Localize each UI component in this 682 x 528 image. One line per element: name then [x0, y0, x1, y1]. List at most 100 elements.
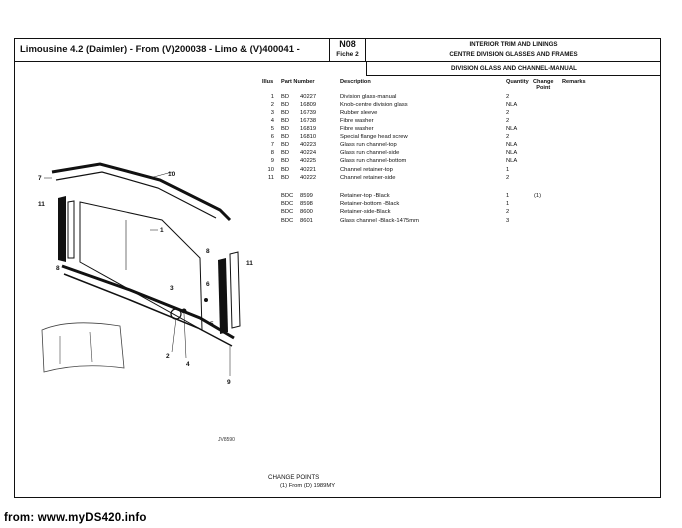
callout-11-left: 11	[38, 201, 45, 208]
row-part-prefix: BD	[281, 102, 290, 108]
col-quantity-header: Quantity	[506, 79, 529, 85]
row-illus: 4	[270, 118, 274, 124]
row-description: Fibre washer	[340, 118, 374, 124]
bottom-channel	[61, 264, 235, 340]
source-footer: from: www.myDS420.info	[4, 512, 147, 524]
car-interior-sketch	[41, 322, 125, 373]
bottom-retainer	[63, 273, 233, 347]
callout-2: 2	[166, 353, 170, 360]
row-description: Channel retainer-top	[340, 167, 393, 173]
row-quantity: 1	[506, 167, 510, 173]
row-illus: 9	[270, 158, 274, 164]
callout-10: 10	[168, 171, 176, 178]
row-description: Special flange head screw	[340, 134, 408, 140]
callout-8: 8	[206, 248, 210, 255]
col-remarks-header: Remarks	[562, 79, 586, 85]
row-illus: 3	[270, 110, 274, 116]
row-quantity: NLA	[506, 142, 518, 148]
washer	[181, 308, 187, 314]
row-part-prefix: BD	[281, 158, 290, 164]
row-quantity: 3	[506, 218, 510, 224]
row-part-prefix: BD	[281, 126, 290, 132]
row-quantity: NLA	[506, 158, 518, 164]
row-illus: 8	[270, 150, 274, 156]
row-quantity: 2	[506, 134, 510, 140]
row-part-prefix: BD	[281, 134, 290, 140]
ref-fiche: Fiche 2	[336, 51, 359, 58]
row-part-prefix: BD	[281, 150, 290, 156]
row-part-number: 40225	[300, 158, 317, 164]
subsection-heading: DIVISION GLASS AND CHANNEL-MANUAL	[366, 62, 661, 76]
section-line-2: CENTRE DIVISION GLASSES AND FRAMES	[449, 51, 578, 58]
row-description: Knob-centre division glass	[340, 102, 408, 108]
row-part-prefix: BDC	[281, 201, 294, 207]
callout-3: 3	[170, 285, 174, 292]
col-part-number-header: Part Number	[281, 79, 315, 85]
row-quantity: 2	[506, 110, 510, 116]
col-change-point-header: Change Point	[533, 79, 554, 91]
section-heading: INTERIOR TRIM AND LININGS CENTRE DIVISIO…	[366, 38, 661, 62]
row-part-number: 8601	[300, 218, 313, 224]
row-description: Glass run channel-bottom	[340, 158, 407, 164]
row-part-number: 16738	[300, 118, 317, 124]
row-quantity: 1	[506, 201, 510, 207]
callout-1: 1	[160, 227, 164, 234]
row-description: Retainer-bottom -Black	[340, 201, 400, 207]
row-quantity: 1	[506, 193, 510, 199]
row-part-prefix: BD	[281, 118, 290, 124]
row-quantity: NLA	[506, 102, 518, 108]
row-illus: 1	[270, 94, 274, 100]
division-glass	[79, 201, 203, 331]
row-part-prefix: BD	[281, 167, 290, 173]
row-quantity: 2	[506, 118, 510, 124]
row-description: Glass run channel-top	[340, 142, 397, 148]
row-part-number: 40223	[300, 142, 317, 148]
callout-5: 5	[210, 321, 214, 328]
row-description: Fibre washer	[340, 126, 374, 132]
left-side-channel	[58, 196, 66, 262]
change-points: CHANGE POINTS (1) From (D) 1989MY	[268, 474, 335, 490]
screw	[204, 298, 208, 302]
callout-4: 4	[186, 361, 190, 368]
callout-11-right: 11	[246, 260, 253, 267]
figure-reference: JV8590	[218, 437, 235, 443]
row-illus: 7	[270, 142, 274, 148]
change-points-title: CHANGE POINTS	[268, 474, 320, 481]
row-part-number: 8599	[300, 193, 313, 199]
row-part-prefix: BDC	[281, 193, 294, 199]
right-side-channel	[218, 258, 228, 334]
page-frame	[14, 38, 661, 498]
row-quantity: 2	[506, 175, 510, 181]
row-quantity: NLA	[506, 126, 518, 132]
row-illus: 11	[267, 175, 274, 181]
change-point-1: (1) From (D) 1989MY	[280, 483, 336, 489]
row-part-prefix: BD	[281, 175, 290, 181]
right-side-retainer	[229, 251, 241, 329]
row-part-number: 16819	[300, 126, 317, 132]
row-part-number: 16809	[300, 102, 317, 108]
left-side-retainer	[67, 200, 75, 259]
row-part-prefix: BDC	[281, 209, 294, 215]
fiche-reference: N08 Fiche 2	[330, 38, 366, 62]
page-title: Limousine 4.2 (Daimler) - From (V)200038…	[14, 38, 330, 62]
row-description: Glass run channel-side	[340, 150, 400, 156]
row-quantity: 2	[506, 209, 510, 215]
row-change-point: (1)	[534, 193, 542, 199]
row-part-number: 16739	[300, 110, 317, 116]
callout-7: 7	[38, 175, 42, 182]
ref-code: N08	[339, 39, 356, 49]
col-change-line-2: Point	[536, 85, 551, 91]
row-illus: 5	[270, 126, 274, 132]
callout-8-left: 8	[56, 265, 60, 272]
callout-9: 9	[227, 379, 231, 386]
row-part-prefix: BD	[281, 110, 290, 116]
row-part-number: 40227	[300, 94, 317, 100]
row-part-number: 8598	[300, 201, 313, 207]
row-illus: 10	[267, 167, 274, 173]
col-description-header: Description	[340, 79, 371, 85]
division-glass-drawing: 10 7 11 1 8 11 8 3 6 5 2 4 9	[38, 162, 253, 386]
row-part-number: 16810	[300, 134, 317, 140]
row-description: Glass channel -Black-1475mm	[340, 218, 419, 224]
row-description: Retainer-top -Black	[340, 193, 390, 199]
